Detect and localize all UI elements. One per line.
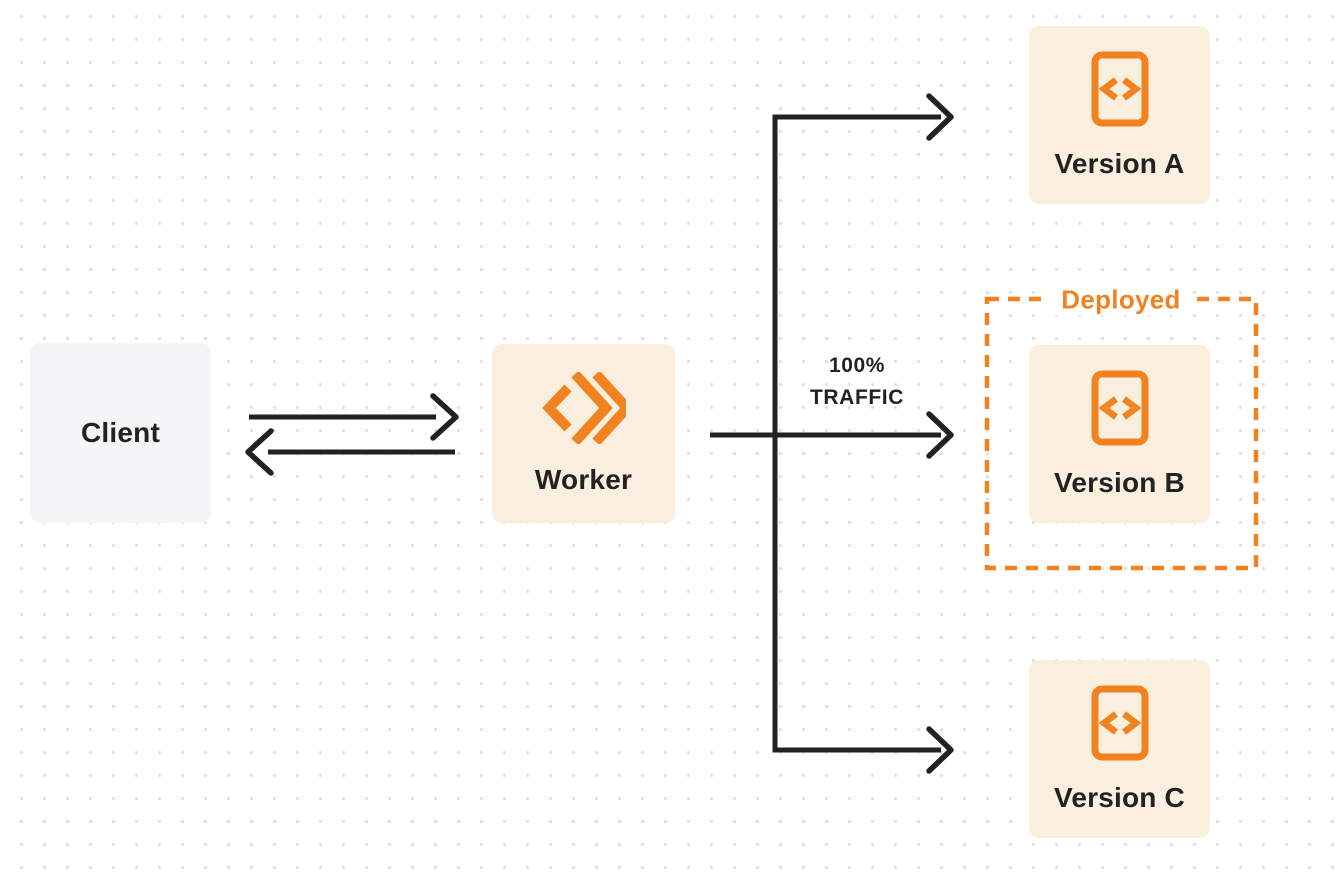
code-file-icon <box>1091 685 1149 761</box>
traffic-percent: 100% <box>828 354 886 377</box>
version-c-node: Version C <box>1029 660 1210 838</box>
workers-logo-icon <box>541 371 626 444</box>
version-a-label: Version A <box>1054 147 1185 179</box>
worker-node: Worker <box>492 344 675 523</box>
code-file-icon <box>1091 51 1149 127</box>
version-b-label: Version B <box>1054 466 1185 498</box>
version-a-node: Version A <box>1029 26 1210 204</box>
worker-label: Worker <box>534 463 633 495</box>
deployed-badge: Deployed <box>1049 284 1193 316</box>
client-label: Client <box>81 417 160 448</box>
client-node: Client <box>30 343 211 523</box>
code-file-icon <box>1091 370 1149 446</box>
traffic-annotation: 100% TRAFFIC <box>788 350 926 414</box>
version-c-label: Version C <box>1054 781 1185 813</box>
version-b-node: Version B <box>1029 345 1210 523</box>
traffic-word: TRAFFIC <box>809 386 904 409</box>
